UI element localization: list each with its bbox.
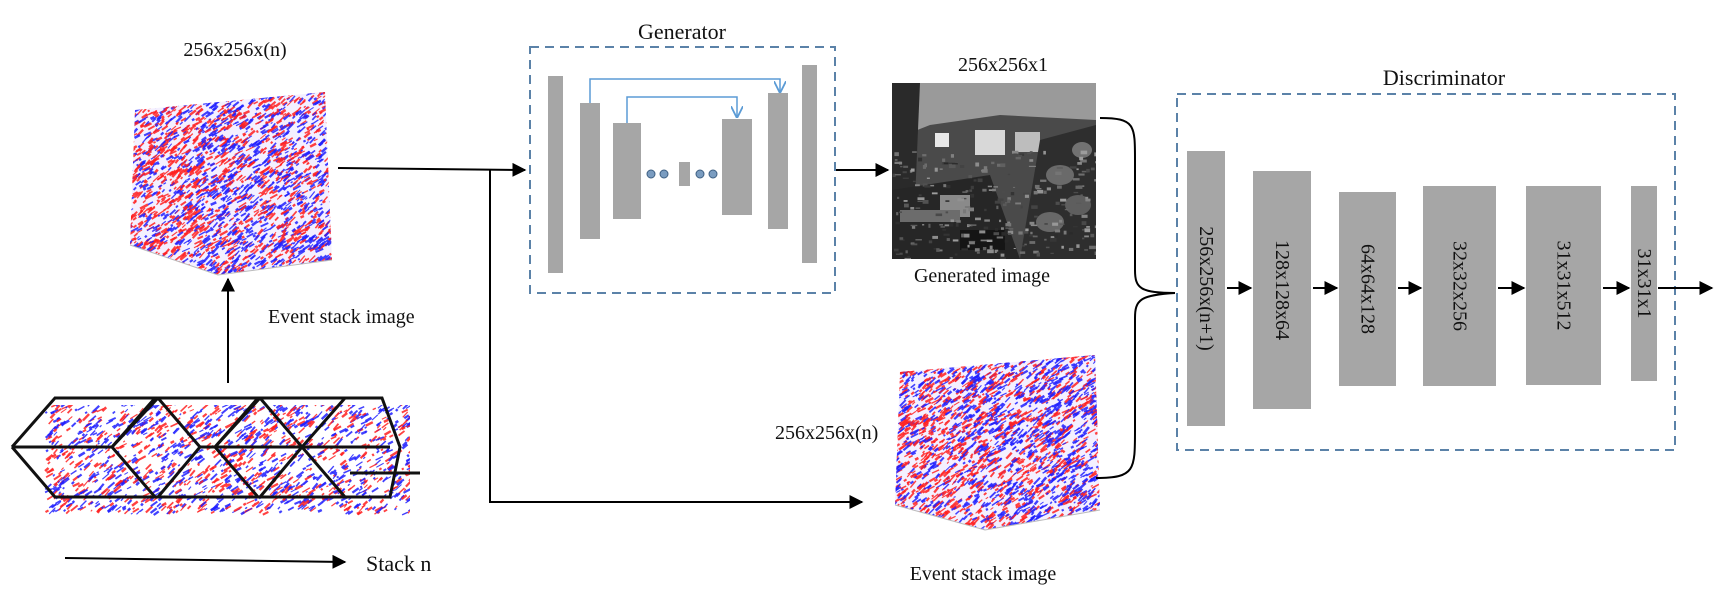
discriminator-layer-label: 31x31x1 xyxy=(1633,249,1655,319)
discriminator-layer xyxy=(1339,192,1396,386)
generator-layer xyxy=(768,93,788,229)
discriminator-layer xyxy=(1423,186,1496,386)
bottom-event-point-cloud xyxy=(895,355,1100,530)
bottom-stack-caption: Event stack image xyxy=(910,563,1057,585)
discriminator-layer-label: 128x128x64 xyxy=(1271,240,1293,340)
stack-n-label: Stack n xyxy=(366,551,431,576)
stack-to-generator-arrow xyxy=(337,162,527,177)
merge-brace xyxy=(1095,117,1176,479)
generator-layer xyxy=(679,162,690,186)
discriminator-layer xyxy=(1631,186,1657,381)
top-stack-dims: 256x256x(n) xyxy=(183,39,286,61)
generator-layers xyxy=(548,65,817,273)
generator-layer xyxy=(548,76,563,273)
generated-image-caption: Generated image xyxy=(914,265,1050,287)
stack-n-arrow xyxy=(64,554,347,569)
bottom-event-stack-image xyxy=(894,355,1101,531)
generator-block: Generator xyxy=(529,19,836,294)
discriminator-layer-label: 64x64x128 xyxy=(1357,244,1379,334)
generator-title: Generator xyxy=(638,19,727,44)
discriminator-layer xyxy=(1187,151,1225,426)
discriminator-layer-label: 32x32x256 xyxy=(1449,241,1471,331)
discriminator-layer xyxy=(1526,186,1601,385)
generator-dashed-border xyxy=(529,46,836,294)
discriminator-layers: 256x256x(n+1) 128x128x64 64x64x128 32x32x25… xyxy=(1187,151,1714,426)
stack-cube-frames xyxy=(10,396,420,499)
generated-image-dims: 256x256x1 xyxy=(958,54,1048,76)
event-stream-strip xyxy=(10,396,420,516)
stack-to-bottom-branch-arrow xyxy=(489,170,864,509)
top-event-point-cloud xyxy=(130,92,332,275)
top-event-stack-image xyxy=(129,92,333,276)
generator-layer xyxy=(802,65,817,263)
skip-connection-inner xyxy=(626,96,737,123)
generator-layer xyxy=(580,103,600,239)
discriminator-layer-label: 31x31x512 xyxy=(1553,241,1575,331)
generator-layer xyxy=(722,119,752,215)
generator-ellipsis-dots xyxy=(646,169,718,179)
discriminator-dashed-border xyxy=(1176,93,1676,451)
generated-image xyxy=(892,83,1096,259)
top-stack-caption: Event stack image xyxy=(268,306,415,328)
discriminator-block: Discriminator 256x256x(n+1) 128x128x64 64x… xyxy=(1176,65,1714,451)
discriminator-layer-label: 256x256x(n+1) xyxy=(1195,226,1217,351)
discriminator-title: Discriminator xyxy=(1383,65,1506,90)
bottom-stack-dims: 256x256x(n) xyxy=(775,422,878,444)
discriminator-layer xyxy=(1253,171,1311,409)
generator-layer xyxy=(613,123,641,219)
skip-connection-outer xyxy=(589,78,780,103)
